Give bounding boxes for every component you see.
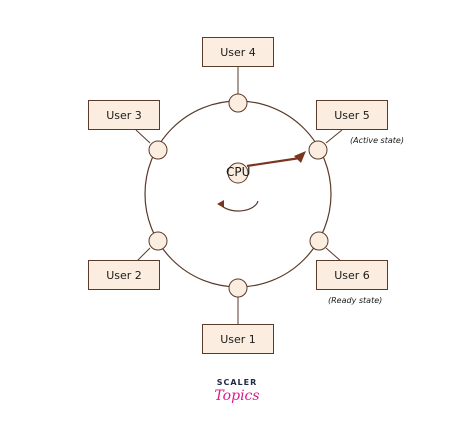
brand-scaler: SCALER	[216, 378, 258, 387]
brand-topics: Topics	[214, 388, 260, 404]
user-box-1: User 1	[202, 324, 274, 354]
user-6-state-note: (Ready state)	[328, 296, 383, 305]
connector-user-2	[135, 247, 151, 263]
rotation-arc	[221, 200, 259, 212]
user-box-4: User 4	[202, 37, 274, 67]
cpu-label: CPU	[226, 165, 251, 179]
ring-node-user-2	[148, 231, 168, 251]
ring-node-user-6	[309, 231, 329, 251]
cpu-hub	[227, 162, 249, 184]
user-box-2: User 2	[88, 260, 160, 290]
user-box-3: User 3	[88, 100, 160, 130]
connector-user-3	[135, 129, 151, 144]
cpu-pointer-head	[294, 151, 306, 163]
user-5-state-note: (Active state)	[350, 136, 404, 145]
user-box-6: User 6	[316, 260, 388, 290]
ring-node-user-3	[148, 140, 168, 160]
user-box-5: User 5	[316, 100, 388, 130]
connector-user-6	[325, 247, 343, 263]
ring-node-user-5	[308, 140, 328, 160]
connector-user-5	[325, 129, 343, 144]
cpu-pointer-shaft	[246, 156, 301, 168]
cpu-ring	[144, 100, 332, 288]
ring-node-user-1	[228, 278, 248, 298]
rotation-arc-head	[217, 200, 224, 208]
ring-node-user-4	[228, 93, 248, 113]
